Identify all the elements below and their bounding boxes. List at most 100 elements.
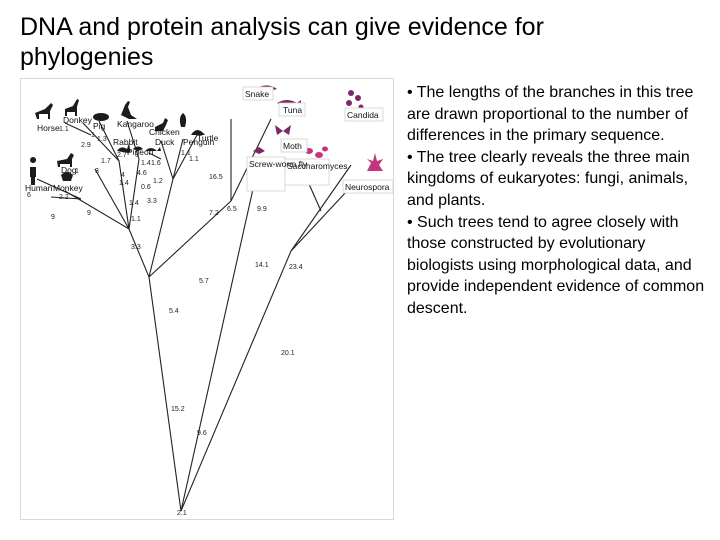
penguin-icon	[179, 113, 187, 127]
branch-donkey	[82, 122, 120, 162]
branch-number: 1.1	[189, 156, 199, 163]
donkey-icon	[65, 99, 79, 116]
branch-mammals	[128, 158, 140, 230]
taxon-label: Pig	[93, 121, 106, 131]
branch-candida	[290, 164, 352, 252]
screw-worm-fly-icon	[253, 147, 265, 154]
taxon-label: Human	[25, 183, 53, 193]
branch-rabbit	[118, 160, 130, 230]
taxon-label: Tuna	[283, 105, 302, 115]
moth-icon	[275, 125, 291, 135]
branch-number: 1.1	[59, 126, 69, 133]
branch-number: 2.9	[81, 142, 91, 149]
taxon-label: Monkey	[53, 183, 84, 193]
branch-number: 9	[87, 210, 91, 217]
taxon-label: Rabbit	[113, 137, 138, 147]
branch-turtle	[172, 134, 198, 180]
branch-number: 3	[95, 168, 99, 175]
branch-number: 1.4	[141, 160, 151, 167]
branch-kangaroo	[126, 120, 140, 160]
taxon-label: Pigeon	[127, 147, 154, 157]
branch-number: 2.2	[59, 194, 69, 201]
bullet-three-kingdoms: • The tree clearly reveals the three mai…	[407, 148, 690, 209]
branch-number: 1.1	[181, 150, 191, 157]
phylogenetic-tree-svg: Horse Donkey Pig Kangaroo Chicken Pengui…	[25, 85, 394, 517]
branch-human	[36, 178, 82, 200]
horse-icon	[35, 103, 53, 119]
taxon-label: Turtle	[197, 133, 219, 143]
branch-number: 15.2	[171, 406, 185, 413]
branch-number: 4	[121, 172, 125, 179]
taxon-labels: Horse Donkey Pig Kangaroo Chicken Pengui…	[25, 89, 390, 193]
slide-title: DNA and protein analysis can give eviden…	[20, 13, 544, 71]
branch-number: 1	[91, 132, 95, 139]
taxon-label: Penguin	[183, 137, 214, 147]
branch-number: 2.7	[117, 152, 127, 159]
branch-number: 2.1	[177, 510, 187, 517]
animal-icons	[30, 85, 383, 185]
branch-number: 9	[51, 214, 55, 221]
neurospora-icon	[367, 153, 383, 171]
dog-icon	[57, 153, 74, 167]
candida-icon	[346, 90, 364, 110]
taxon-label: Kangaroo	[117, 119, 154, 129]
branch-number: 3.3	[131, 244, 141, 251]
branch-dog	[94, 168, 130, 230]
taxon-label: Neurospora	[345, 182, 390, 192]
taxon-label: Donkey	[63, 115, 93, 125]
branch-number: 20.1	[281, 350, 295, 357]
taxon-label: Screw-worm fly	[249, 159, 308, 169]
branch-horse	[64, 122, 92, 136]
bullet-branch-lengths: • The lengths of the branches in this tr…	[407, 84, 694, 145]
taxon-label: Moth	[283, 141, 302, 151]
taxon-label: Horse	[37, 123, 60, 133]
bullet-common-descent: • Such trees tend to agree closely with …	[407, 213, 705, 317]
phylogenetic-tree-figure: Horse Donkey Pig Kangaroo Chicken Pengui…	[20, 78, 394, 520]
branch-number: 1.7	[101, 158, 111, 165]
branch-number: 5.4	[169, 308, 179, 315]
branch-number: 1.2	[153, 178, 163, 185]
chicken-icon	[155, 118, 168, 131]
branch-monkey	[50, 196, 82, 200]
branch-number: 16.5	[209, 174, 223, 181]
rabbit-icon	[117, 143, 131, 153]
branch-number: 7.2	[209, 210, 219, 217]
branch-number: 1.1	[131, 216, 141, 223]
turtle-icon	[191, 130, 205, 135]
branch-number: 6	[27, 192, 31, 199]
taxon-label: Duck	[155, 137, 175, 147]
pigeon-icon	[133, 146, 143, 151]
branch-number: 5.7	[199, 278, 209, 285]
taxon-label: Dog	[61, 165, 77, 175]
branch-plant-fungi	[180, 250, 292, 512]
branch-number: 14.1	[255, 262, 269, 269]
branch-length-numbers: 1.1 1 1.3 2.9 2.7 1.7 1.1 1.6 1.1 1.4 3 …	[27, 126, 303, 517]
branch-primates	[64, 190, 130, 230]
label-boxes	[242, 86, 394, 194]
branch-birds	[148, 178, 174, 278]
branch-number: 9.6	[197, 430, 207, 437]
branch-number: 0.6	[141, 184, 151, 191]
branch-neurospora-sacch	[290, 190, 348, 252]
human-icon	[30, 157, 37, 185]
branch-pig	[98, 120, 120, 162]
monkey-icon	[61, 172, 73, 181]
branch-insects	[180, 188, 254, 512]
branch-number: 1.6	[151, 160, 161, 167]
branch-fish-reptile	[148, 200, 232, 278]
branch-number: 1.4	[129, 200, 139, 207]
branch-chicken	[160, 140, 174, 180]
bullet-list: • The lengths of the branches in this tr…	[407, 82, 707, 320]
taxon-label: Saccharomyces	[287, 161, 347, 171]
branch-number: 1.3	[97, 136, 107, 143]
kangaroo-icon	[121, 101, 137, 119]
branch-number: 6.5	[227, 206, 237, 213]
duck-icon	[145, 147, 161, 151]
branch-duck	[148, 152, 162, 160]
branch-number: 1.4	[119, 180, 129, 187]
taxon-label: Chicken	[149, 127, 180, 137]
branch-number: 9.9	[257, 206, 267, 213]
branch-penguin	[172, 138, 184, 180]
taxon-label: Candida	[347, 110, 379, 120]
branch-number: 23.4	[289, 264, 303, 271]
